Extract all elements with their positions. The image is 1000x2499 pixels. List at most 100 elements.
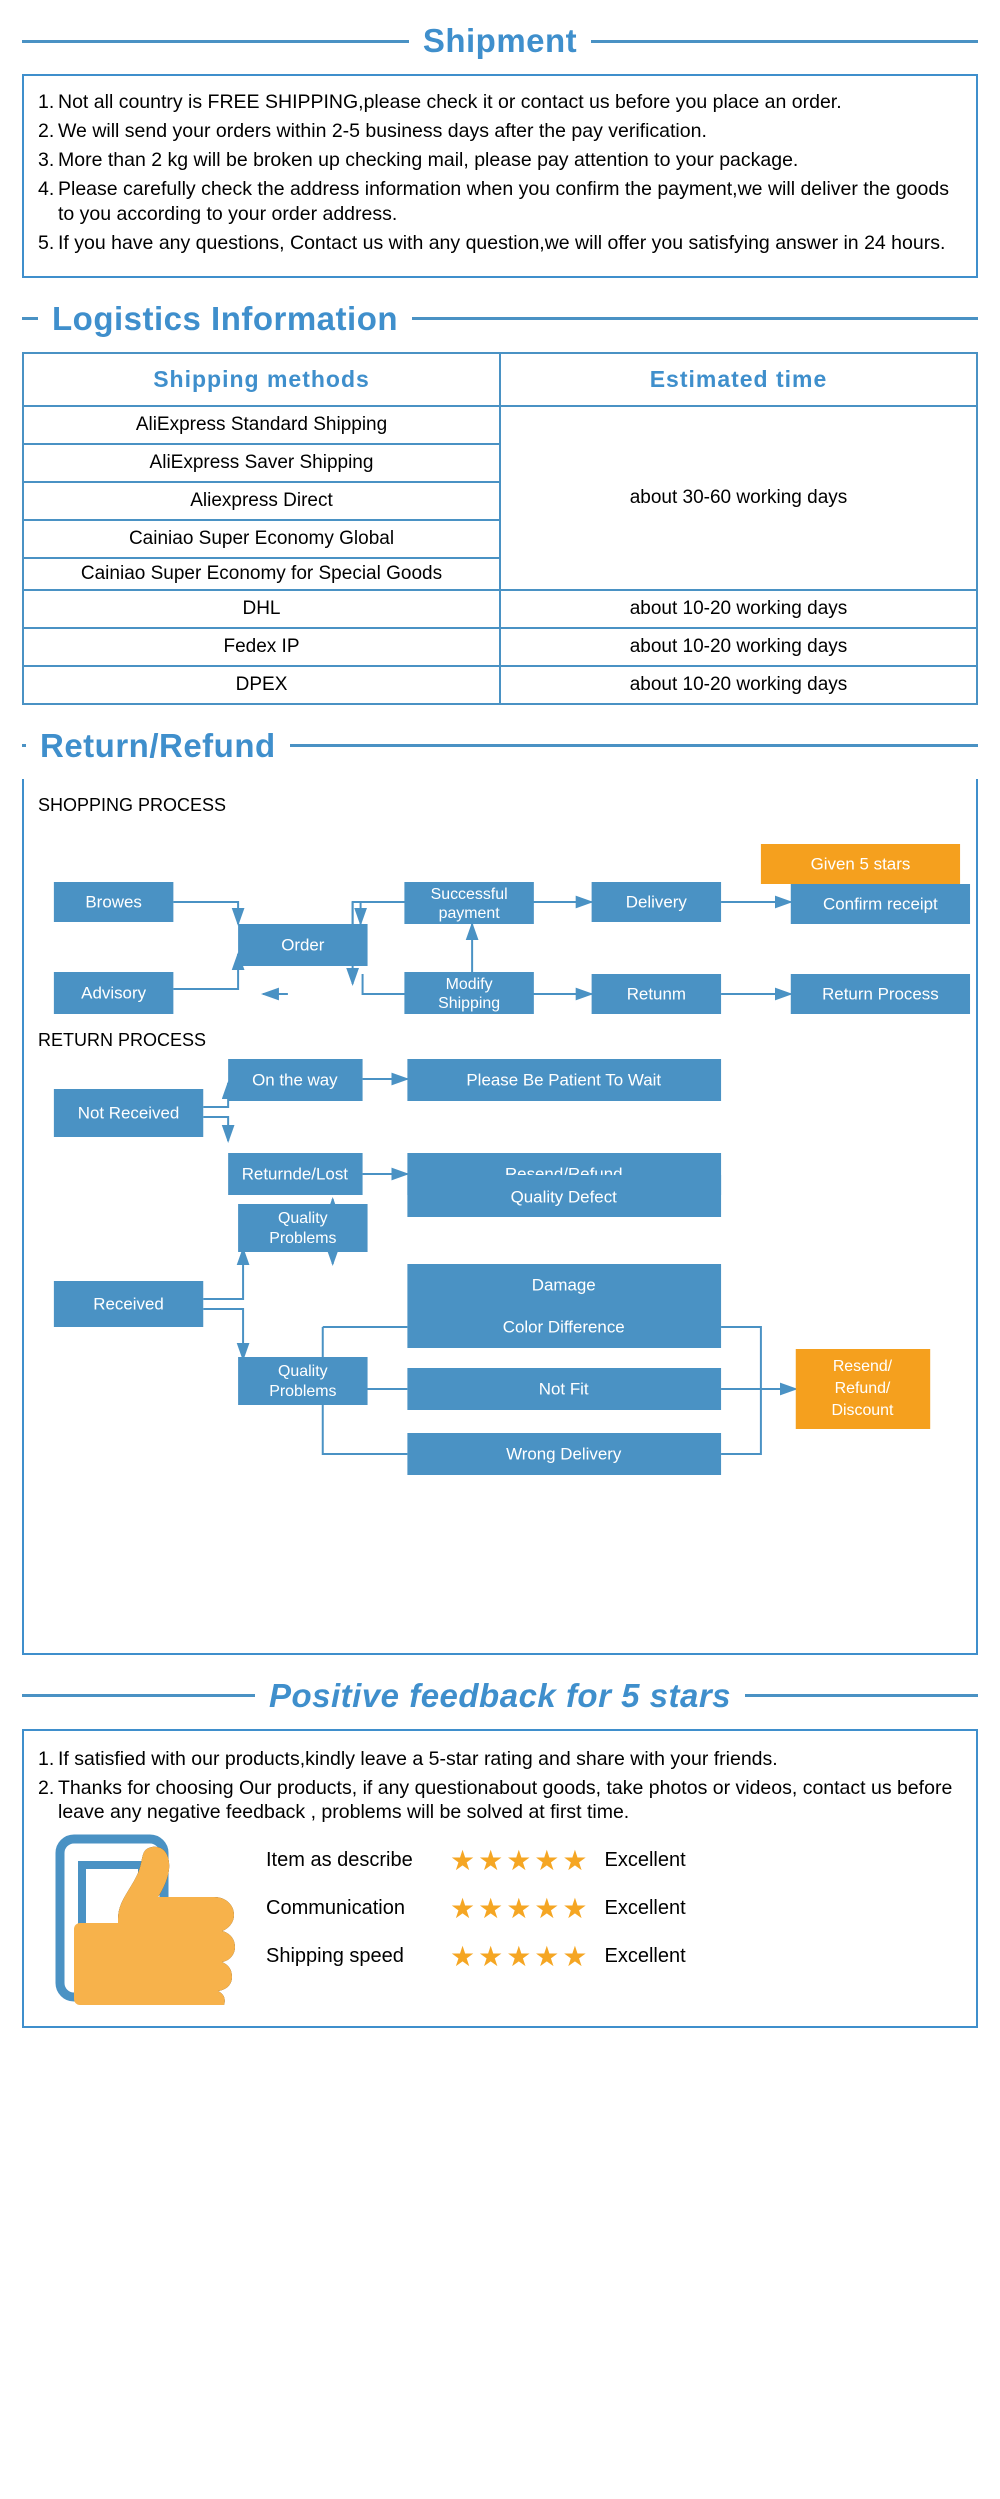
list-number: 1. <box>38 1747 55 1770</box>
list-number: 4. <box>38 177 55 200</box>
node-label: Delivery <box>626 892 688 911</box>
node-confirm-receipt <box>790 883 971 924</box>
node-label: Not Received <box>78 1103 180 1122</box>
table-row: Aliexpress Direct <box>22 480 977 521</box>
star-rating-icon: ★★★★★ <box>450 1940 591 1972</box>
table-header-row: Shipping methods Estimated time <box>22 351 978 407</box>
list-number: 3. <box>38 148 55 171</box>
node-order <box>238 923 368 966</box>
star-rating-icon: ★★★★★ <box>450 1844 591 1876</box>
cell-method: DPEX <box>22 664 501 705</box>
node-retunm <box>591 973 722 1014</box>
node-quality-problems-2 <box>238 1356 368 1405</box>
list-item: 1.Not all country is FREE SHIPPING,pleas… <box>38 90 962 115</box>
node-quality-problems-1 <box>238 1203 368 1252</box>
cell-method: DHL <box>22 588 501 629</box>
node-label: Problems <box>269 1230 336 1247</box>
column-header-estimated-time: Estimated time <box>499 351 978 407</box>
table-row: Cainiao Super Economy Global <box>22 518 977 559</box>
rating-row: Item as describe ★★★★★ Excellent <box>266 1844 962 1876</box>
rating-row: Shipping speed ★★★★★ Excellent <box>266 1940 962 1972</box>
cell-method: AliExpress Standard Shipping <box>22 404 501 445</box>
node-delivery <box>591 881 722 922</box>
node-damage <box>407 1263 722 1306</box>
feedback-title: Positive feedback for 5 stars <box>268 1676 732 1714</box>
node-received <box>53 1280 204 1327</box>
node-label: Advisory <box>81 983 146 1002</box>
return-refund-flow-container: SHOPPING PROCESS <box>22 778 978 1655</box>
node-not-fit <box>407 1367 722 1410</box>
rating-value: Excellent <box>604 1849 686 1872</box>
list-number: 5. <box>38 231 55 254</box>
node-label: Confirm receipt <box>823 894 938 913</box>
node-label: On the way <box>252 1070 338 1089</box>
node-label: Wrong Delivery <box>506 1444 622 1463</box>
rating-label: Shipping speed <box>266 1945 404 1968</box>
node-label: Resend/ <box>833 1358 893 1375</box>
table-row: Fedex IP about 10-20 working days <box>22 626 978 667</box>
shipment-title: Shipment <box>422 22 578 59</box>
cell-method: Aliexpress Direct <box>22 480 501 521</box>
table-row: Cainiao Super Economy for Special Goods <box>22 556 977 591</box>
node-on-the-way <box>228 1058 363 1101</box>
shipment-heading: Shipment <box>0 22 1000 60</box>
return-process-label: RETURN PROCESS <box>38 1029 207 1050</box>
ratings-list: Item as describe ★★★★★ Excellent Communi… <box>266 1844 962 1991</box>
column-header-shipping-methods: Shipping methods <box>22 351 501 407</box>
node-label: Returnde/Lost <box>242 1164 349 1183</box>
node-label: Modify <box>446 976 493 993</box>
return-refund-title: Return/Refund <box>40 726 276 764</box>
node-label: Return Process <box>822 984 939 1003</box>
node-label: Quality <box>278 1363 328 1380</box>
table-row: DHL about 10-20 working days <box>22 588 978 629</box>
shipment-list: 1.Not all country is FREE SHIPPING,pleas… <box>38 90 962 256</box>
cell-method: Fedex IP <box>22 626 501 667</box>
heading-rule-left <box>22 39 409 43</box>
list-item: 1.If satisfied with our products,kindly … <box>38 1747 962 1772</box>
node-label: Received <box>93 1294 164 1313</box>
list-item: 5.If you have any questions, Contact us … <box>38 231 962 256</box>
logistics-heading: Logistics Information <box>0 300 1000 338</box>
rating-label: Communication <box>266 1897 405 1920</box>
node-label: Problems <box>269 1383 336 1400</box>
list-text: Thanks for choosing Our products, if any… <box>58 1776 953 1824</box>
rating-label: Item as describe <box>266 1849 413 1872</box>
node-label: Successful <box>431 886 508 903</box>
node-label: Discount <box>832 1402 895 1419</box>
node-label: Please Be Patient To Wait <box>466 1070 661 1089</box>
node-modify-shipping <box>404 971 534 1014</box>
list-item: 2.Thanks for choosing Our products, if a… <box>38 1776 962 1826</box>
heading-rule-left <box>22 744 26 748</box>
node-label: Damage <box>532 1275 596 1294</box>
heading-rule-right <box>289 744 978 748</box>
list-number: 2. <box>38 119 55 142</box>
list-text: If you have any questions, Contact us wi… <box>58 231 946 254</box>
feedback-list: 1.If satisfied with our products,kindly … <box>38 1747 962 1826</box>
cell-method: AliExpress Saver Shipping <box>22 442 501 483</box>
node-label: Retunm <box>627 984 686 1003</box>
node-browes <box>53 881 174 922</box>
node-label: Not Fit <box>539 1379 589 1398</box>
node-quality-defect <box>407 1174 722 1217</box>
list-text: We will send your orders within 2-5 busi… <box>58 119 707 142</box>
return-refund-heading: Return/Refund <box>0 727 1000 765</box>
node-returnde-lost <box>228 1152 363 1195</box>
thumbs-up-icon <box>48 1831 248 2006</box>
node-label: Quality Defect <box>511 1187 618 1206</box>
node-successful-payment <box>404 881 534 924</box>
return-process-flowchart: Not Received On the way Please Be Patien… <box>24 1058 976 1639</box>
rating-value: Excellent <box>604 1945 686 1968</box>
node-label: Given 5 stars <box>811 854 911 873</box>
node-advisory <box>53 971 174 1014</box>
heading-rule-right <box>745 1694 978 1698</box>
list-number: 1. <box>38 91 55 113</box>
node-wrong-delivery <box>407 1432 722 1475</box>
heading-rule-right <box>412 317 978 321</box>
star-rating-icon: ★★★★★ <box>450 1892 591 1924</box>
cell-estimated-time-merged: about 30-60 working days <box>499 404 978 591</box>
list-text: Not all country is FREE SHIPPING,please … <box>58 91 842 113</box>
cell-method: Cainiao Super Economy for Special Goods <box>22 556 501 591</box>
product-info-page: Shipment 1.Not all country is FREE SHIPP… <box>0 22 1000 2048</box>
node-resend-refund-discount <box>795 1348 931 1429</box>
cell-estimated-time: about 10-20 working days <box>499 588 978 629</box>
